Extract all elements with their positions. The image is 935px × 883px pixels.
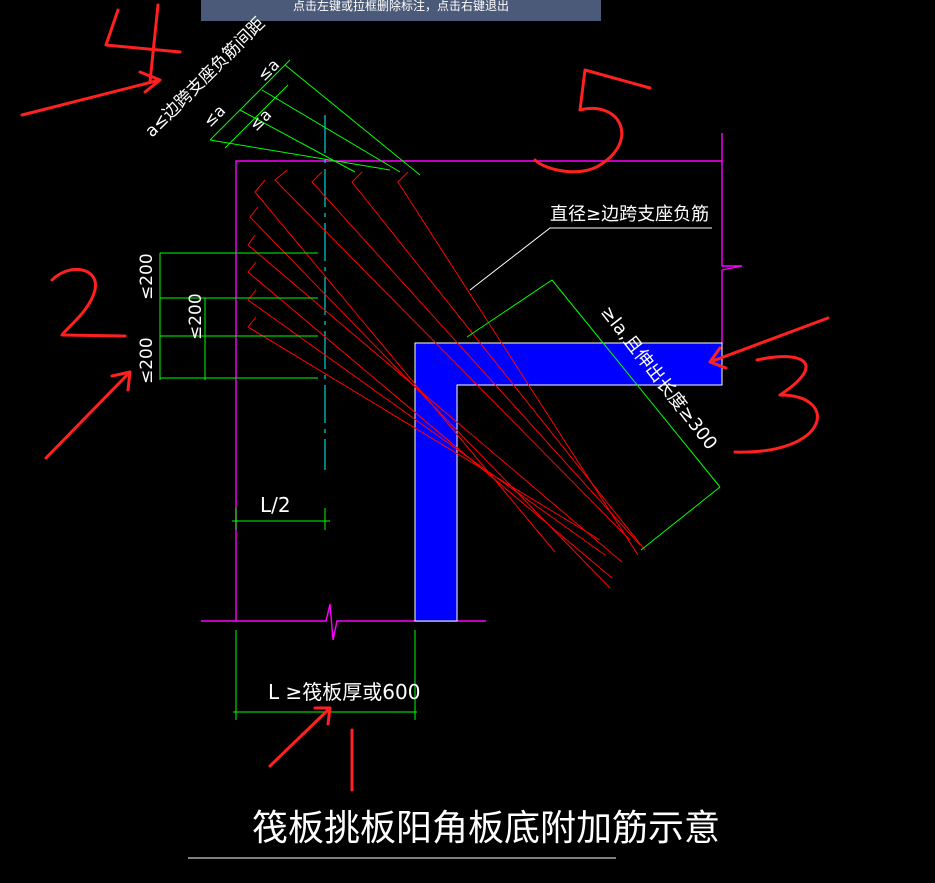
beam-l-shape [414, 342, 723, 622]
label-a-left: ≤a [199, 101, 229, 131]
dim-anchor [466, 279, 721, 551]
annotation-arrow-3 [708, 316, 830, 370]
annotation-number-3 [733, 355, 819, 454]
rebar-8 [311, 171, 641, 546]
annotation-arrows [20, 70, 830, 768]
dim-200-group [159, 252, 318, 380]
annotation-arrow-4 [20, 70, 162, 117]
bottom-break-line [201, 603, 486, 641]
dim-spacing-top [209, 59, 421, 176]
annotation-number-4 [104, 3, 182, 84]
rebar-10 [397, 171, 639, 556]
diameter-leader [469, 227, 712, 291]
rebar-2 [249, 206, 611, 589]
drawing-title: 筏板挑板阳角板底附加筋示意 [252, 808, 720, 849]
slab-break-right [721, 260, 743, 271]
rebar-4 [247, 261, 613, 579]
rebar-7 [274, 169, 631, 541]
rebar-6 [247, 316, 601, 541]
rebar-1 [254, 179, 556, 553]
label-l: L ≥筏板厚或600 [268, 680, 420, 704]
slab-outline [235, 133, 743, 622]
slab-outline-main [235, 160, 722, 622]
label-200-bot: ≤200 [137, 337, 157, 384]
dim-half-l [232, 508, 330, 530]
annotation-number-5 [533, 68, 652, 174]
corner-rebars [247, 169, 646, 589]
label-a-mid: ≤a [245, 105, 275, 135]
status-bar: 点击左键或拉框删除标注，点击右键退出 [201, 0, 601, 21]
label-200-top: ≤200 [137, 253, 157, 300]
status-message: 点击左键或拉框删除标注，点击右键退出 [292, 0, 509, 13]
label-200-mid: ≤200 [186, 293, 206, 340]
label-a-top: ≤a [253, 55, 283, 85]
label-half-l: L/2 [260, 493, 291, 517]
rebar-3 [247, 234, 623, 563]
label-diameter: 直径≥边跨支座负筋 [550, 204, 709, 225]
annotation-number-2 [50, 268, 127, 338]
rebar-5 [247, 289, 606, 556]
annotation-numbers [50, 3, 819, 792]
annotation-arrow-1 [268, 706, 332, 768]
rebar-9 [351, 171, 646, 551]
annotation-arrow-2 [44, 370, 132, 460]
